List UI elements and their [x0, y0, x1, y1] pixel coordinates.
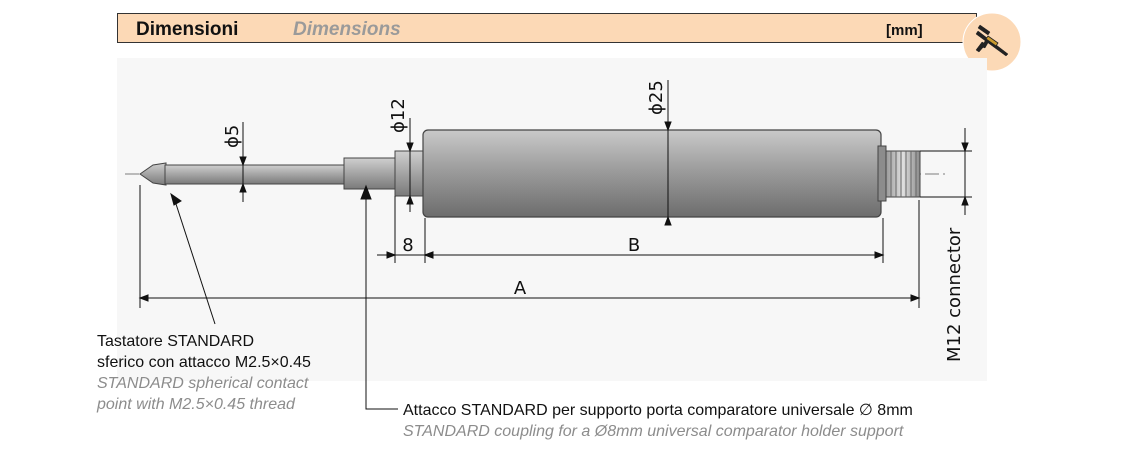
header-title-english: Dimensions [293, 19, 401, 40]
probe-note-en-line2: point with M2.5×0.45 thread [97, 396, 295, 413]
dim-label-b: B [628, 235, 640, 256]
coupling-note-it: Attacco STANDARD per supporto porta comp… [403, 402, 913, 419]
dim-label-d25: ϕ25 [646, 80, 667, 115]
dim-label-d12: ϕ12 [388, 98, 409, 133]
dim-label-8: 8 [402, 235, 413, 256]
caliper-icon [962, 12, 1022, 72]
header-unit: [mm] [886, 22, 923, 39]
coupling-note: Attacco STANDARD per supporto porta comp… [403, 400, 913, 442]
coupling-note-en: STANDARD coupling for a Ø8mm universal c… [403, 423, 904, 440]
probe-stem [164, 164, 346, 185]
probe-note: Tastatore STANDARD sferico con attacco M… [97, 331, 311, 415]
body-end-cap [877, 145, 887, 202]
probe-note-en-line1: STANDARD spherical contact [97, 375, 309, 392]
coupling-step-small [343, 157, 397, 190]
dim-label-connector: M12 connector [944, 227, 965, 362]
probe-body [422, 129, 882, 218]
drawing-background [117, 58, 987, 381]
probe-note-it-line1: Tastatore STANDARD [97, 333, 255, 350]
dim-label-a: A [514, 278, 527, 299]
m12-connector-thread [885, 150, 921, 198]
dim-label-d5: ϕ5 [222, 125, 243, 148]
section-header: Dimensioni Dimensions [mm] [117, 13, 977, 43]
probe-note-it-line2: sferico con attacco M2.5×0.45 [97, 354, 311, 371]
header-title-italian: Dimensioni [136, 19, 239, 40]
